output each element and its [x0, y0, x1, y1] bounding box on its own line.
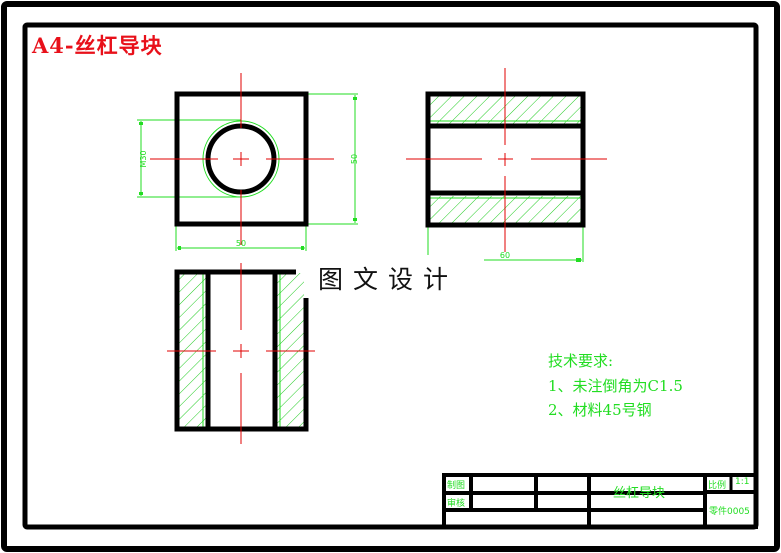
front-view: 60: [406, 68, 607, 262]
dim-length-label: 60: [500, 251, 510, 260]
top-view: M30 50 50: [137, 73, 359, 251]
checked-by-label: 审核: [447, 499, 466, 509]
scale-label: 比例: [708, 481, 727, 491]
scale-value: 1:1: [735, 477, 750, 487]
drawn-by-label: 制图: [447, 481, 466, 491]
part-name: 丝杠导块: [613, 486, 666, 501]
title-block-frame: [442, 473, 758, 529]
tech-req-item: 2、材料45号钢: [548, 401, 652, 419]
watermark-text: 图文设计: [316, 260, 461, 296]
sheet-title: A4-丝杠导块: [32, 33, 163, 58]
tech-req-item: 1、未注倒角为C1.5: [548, 376, 683, 395]
technical-requirements: 技术要求: 1、未注倒角为C1.5 2、材料45号钢: [548, 349, 683, 423]
dim-height-label: 50: [350, 154, 359, 164]
dim-thread-label: M30: [139, 150, 148, 167]
tech-req-heading: 技术要求:: [548, 352, 614, 370]
inner-frame: [22, 22, 759, 530]
part-number: 零件0005: [709, 507, 750, 517]
side-view: [167, 263, 315, 444]
